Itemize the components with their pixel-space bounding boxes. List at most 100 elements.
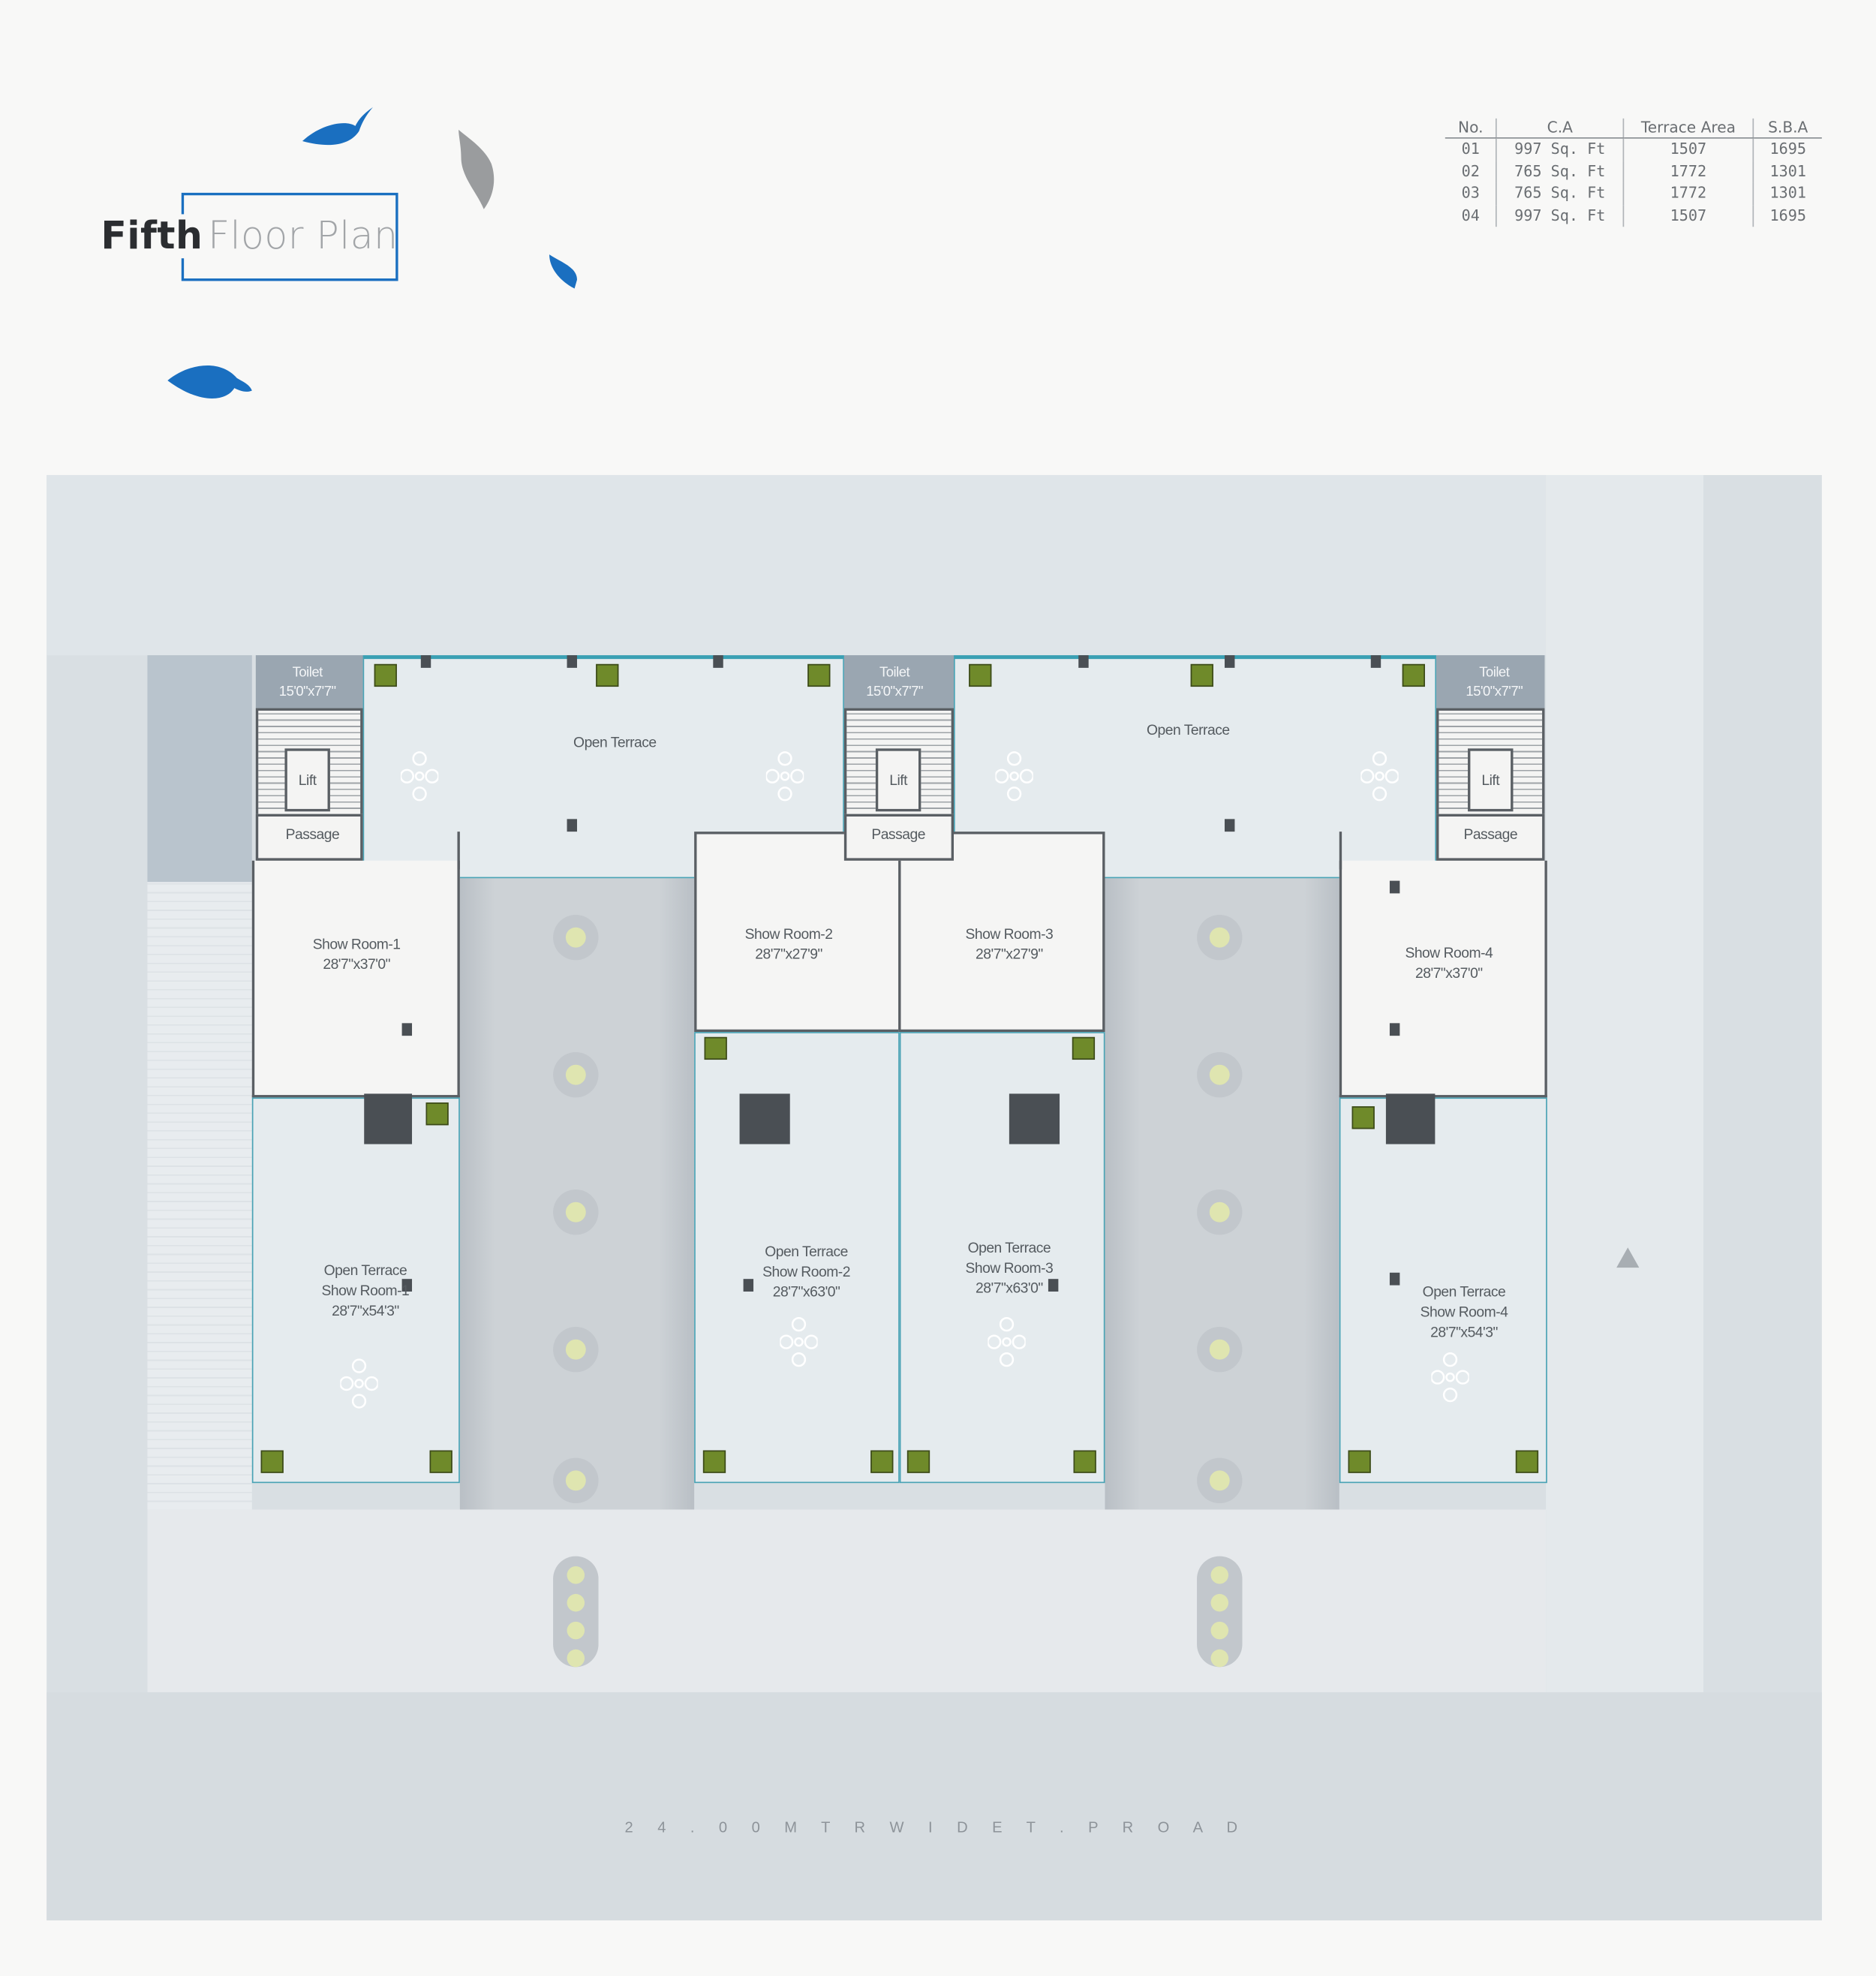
passage-label: Passage bbox=[1463, 828, 1518, 844]
column bbox=[567, 819, 577, 832]
plant-icon bbox=[969, 663, 992, 687]
plant-icon bbox=[1072, 1036, 1096, 1060]
terrace-name: Open Terrace bbox=[765, 1244, 848, 1260]
cell: 1772 bbox=[1622, 161, 1754, 183]
plant-icon bbox=[906, 1450, 930, 1473]
cell: 03 bbox=[1461, 184, 1480, 202]
plant-icon bbox=[425, 1102, 449, 1126]
showroom-name: Show Room-1 bbox=[312, 937, 401, 953]
column bbox=[1078, 655, 1089, 668]
showroom-size: 28'7"x37'0" bbox=[1415, 966, 1483, 982]
showroom-2-terrace bbox=[694, 1032, 900, 1484]
plant-icon bbox=[1515, 1450, 1539, 1473]
plant-icon bbox=[1190, 663, 1213, 687]
cell: 1301 bbox=[1752, 182, 1822, 205]
showroom-1 bbox=[251, 860, 460, 1098]
terrace-owner: Show Room-4 bbox=[1420, 1305, 1508, 1321]
lift-2 bbox=[875, 748, 921, 812]
seating-icon bbox=[340, 1358, 378, 1409]
parking-light-icon bbox=[1197, 1051, 1243, 1098]
terrace-size: 28'7"x54'3" bbox=[332, 1304, 399, 1319]
toilet-size: 15'0"x7'7" bbox=[278, 684, 336, 699]
plant-icon bbox=[702, 1450, 726, 1473]
open-terrace-label: Open Terrace bbox=[573, 735, 657, 751]
passage-label: Passage bbox=[871, 828, 925, 844]
parking-light-icon bbox=[553, 1326, 599, 1373]
showroom-1-terrace bbox=[251, 1097, 460, 1484]
road bbox=[47, 1692, 1822, 1920]
plant-icon bbox=[1073, 1450, 1096, 1473]
title-light: Floor Plan bbox=[208, 214, 398, 259]
cell: 1507 bbox=[1622, 137, 1754, 161]
cell: 1695 bbox=[1752, 204, 1822, 227]
cell: 1695 bbox=[1752, 137, 1822, 161]
showroom-name: Show Room-3 bbox=[965, 927, 1054, 943]
cell: 765 Sq. Ft bbox=[1496, 182, 1623, 205]
terrace-name: Open Terrace bbox=[1422, 1285, 1506, 1301]
terrace-size: 28'7"x54'3" bbox=[1430, 1325, 1498, 1341]
seating-icon bbox=[1431, 1352, 1469, 1403]
road-label: 2 4 . 0 0 M T R W I D E T . P R O A D bbox=[624, 1818, 1248, 1836]
toilet-2 bbox=[843, 655, 955, 708]
column bbox=[1389, 880, 1400, 894]
column bbox=[1389, 1023, 1400, 1036]
parking-light-icon bbox=[553, 1189, 599, 1235]
cell: 997 Sq. Ft bbox=[1496, 204, 1623, 227]
column bbox=[567, 655, 577, 668]
lift-1 bbox=[284, 748, 330, 812]
column bbox=[401, 1023, 413, 1036]
showroom-label: Show Room-4 28'7"x37'0" bbox=[1405, 944, 1493, 985]
duct bbox=[739, 1093, 790, 1144]
parking-light-icon bbox=[1197, 1457, 1243, 1504]
toilet-label: Toilet 15'0"x7'7" bbox=[866, 664, 923, 702]
seating-icon bbox=[988, 1316, 1026, 1367]
header-no: No. bbox=[1445, 118, 1497, 139]
seating-icon bbox=[400, 751, 439, 802]
front-plaza bbox=[147, 1509, 1547, 1692]
cell: 02 bbox=[1461, 161, 1480, 180]
toilet-3 bbox=[1436, 655, 1545, 708]
terrace-owner: Show Room-1 bbox=[321, 1283, 410, 1300]
cell: 1507 bbox=[1622, 204, 1754, 227]
column bbox=[1389, 1272, 1400, 1286]
passage-1 bbox=[255, 814, 363, 861]
plant-icon bbox=[596, 663, 619, 687]
stair-ramp bbox=[147, 882, 252, 1510]
plant-icon bbox=[870, 1450, 894, 1473]
column bbox=[401, 1279, 413, 1292]
site-top-band bbox=[47, 474, 1547, 656]
leaf-icon bbox=[458, 129, 495, 209]
lift-label: Lift bbox=[298, 773, 317, 789]
toilet-size: 15'0"x7'7" bbox=[1466, 684, 1523, 699]
toilet-1 bbox=[255, 655, 363, 708]
title-bold: Fifth bbox=[101, 214, 209, 259]
header-ca: C.A bbox=[1496, 118, 1623, 139]
table-header-row: No. C.A Terrace Area S.B.A bbox=[1445, 118, 1822, 139]
showroom-name: Show Room-4 bbox=[1405, 946, 1493, 962]
seating-icon bbox=[995, 751, 1033, 802]
plant-icon bbox=[374, 663, 397, 687]
terrace-owner: Show Room-3 bbox=[965, 1261, 1054, 1277]
toilet-size: 15'0"x7'7" bbox=[866, 684, 923, 699]
cell: 1301 bbox=[1752, 161, 1822, 183]
showroom-label: Show Room-1 28'7"x37'0" bbox=[313, 935, 401, 976]
plant-icon bbox=[704, 1036, 727, 1060]
toilet-name: Toilet bbox=[879, 665, 910, 681]
parking-light-icon bbox=[553, 1051, 599, 1098]
column bbox=[713, 655, 723, 668]
column bbox=[1370, 655, 1381, 668]
column bbox=[1048, 1279, 1059, 1292]
plant-icon bbox=[260, 1450, 284, 1473]
plant-icon bbox=[1351, 1106, 1375, 1129]
plant-icon bbox=[1402, 663, 1425, 687]
terrace-size: 28'7"x63'0" bbox=[976, 1281, 1043, 1297]
plant-icon bbox=[429, 1450, 452, 1473]
showroom-size: 28'7"x37'0" bbox=[323, 958, 390, 973]
plant-icon bbox=[807, 663, 831, 687]
terrace-name: Open Terrace bbox=[967, 1241, 1051, 1256]
